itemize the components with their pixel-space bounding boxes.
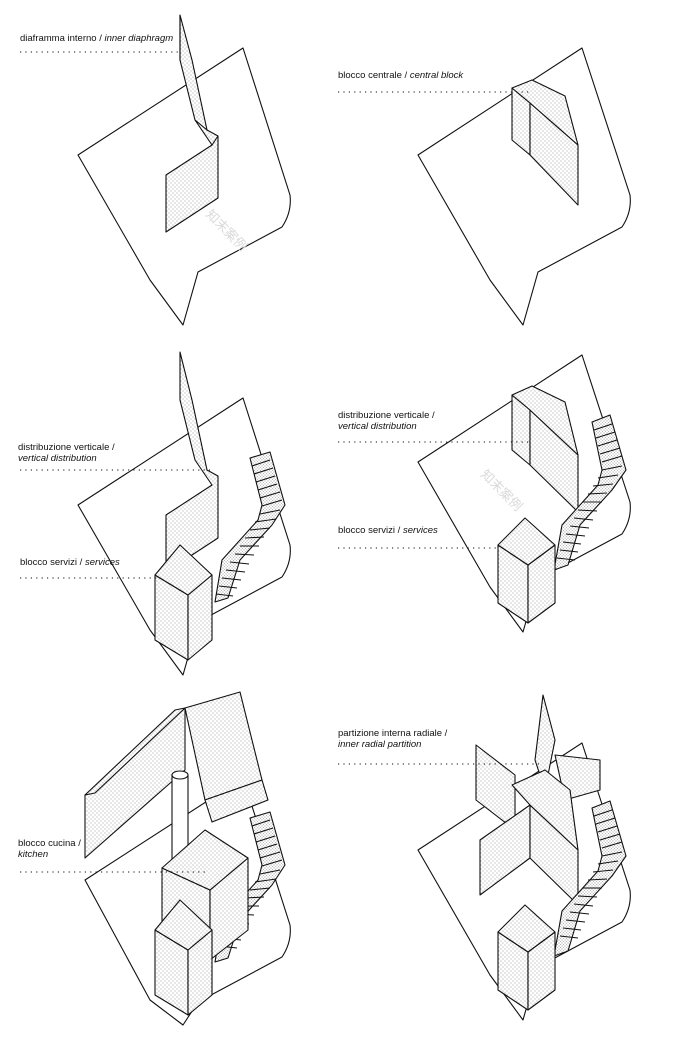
central-block-top [511,79,579,146]
diaphragm-wall [165,14,219,233]
svg-text:distribuzione verticale /: distribuzione verticale / [338,410,435,421]
svg-text:kitchen: kitchen [18,849,48,860]
panel-vertical-distribution-services [77,351,291,676]
svg-text:vertical distribution: vertical distribution [338,421,417,432]
svg-text:blocco cucina /: blocco cucina / [18,838,81,849]
svg-text:partizione interna radiale /: partizione interna radiale / [338,728,448,739]
radial-partition-left [475,744,516,831]
services-block-top [497,517,556,566]
staircase [553,800,627,957]
panel-vertical-distribution-services-b [417,354,631,633]
label-inner-radial-partition: partizione interna radiale / inner radia… [338,728,448,750]
panel-inner-radial-partition [417,694,631,1021]
svg-text:blocco centrale / central bloc: blocco centrale / central block [338,70,464,81]
column-top [171,770,189,780]
svg-text:vertical distribution: vertical distribution [18,453,97,464]
label-inner-diaphragm: diaframma interno / inner diaphragm [20,33,173,44]
panel-inner-diaphragm [77,14,291,326]
back-block-side [204,779,269,823]
central-block-top [511,385,579,456]
diaphragm-edges [179,15,219,146]
central-block-top [511,769,579,851]
panel-central-block [417,47,631,326]
services-block-top [154,899,213,951]
services-block-top [497,904,556,953]
svg-text:知末案例: 知末案例 [202,207,250,255]
svg-text:distribuzione verticale /: distribuzione verticale / [18,442,115,453]
services-block-top [154,544,213,596]
leader-lines [20,51,540,873]
svg-text:diaframma interno / inner diap: diaframma interno / inner diaphragm [20,33,173,44]
svg-text:知末案例: 知末案例 [477,467,525,515]
label-services-p4: blocco servizi / services [338,525,438,536]
label-vertical-distribution-p4: distribuzione verticale / vertical distr… [338,410,435,432]
label-services-p3: blocco servizi / services [20,557,120,568]
kitchen-block-top [161,829,249,891]
svg-text:inner radial partition: inner radial partition [338,739,421,750]
panel-kitchen-block [84,691,291,1026]
label-kitchen: blocco cucina / kitchen [18,838,81,860]
watermark: 知末案例 知末案例 [202,207,525,515]
svg-text:blocco servizi / services: blocco servizi / services [338,525,438,536]
floor-plan-outline [417,47,631,326]
staircase [553,414,627,571]
diaphragm-wall [165,351,219,573]
svg-text:blocco servizi / services: blocco servizi / services [20,557,120,568]
label-vertical-distribution-p3: distribuzione verticale / vertical distr… [18,442,115,464]
floor-plan-outline [77,47,291,326]
staircase [214,451,286,603]
label-central-block: blocco centrale / central block [338,70,464,81]
